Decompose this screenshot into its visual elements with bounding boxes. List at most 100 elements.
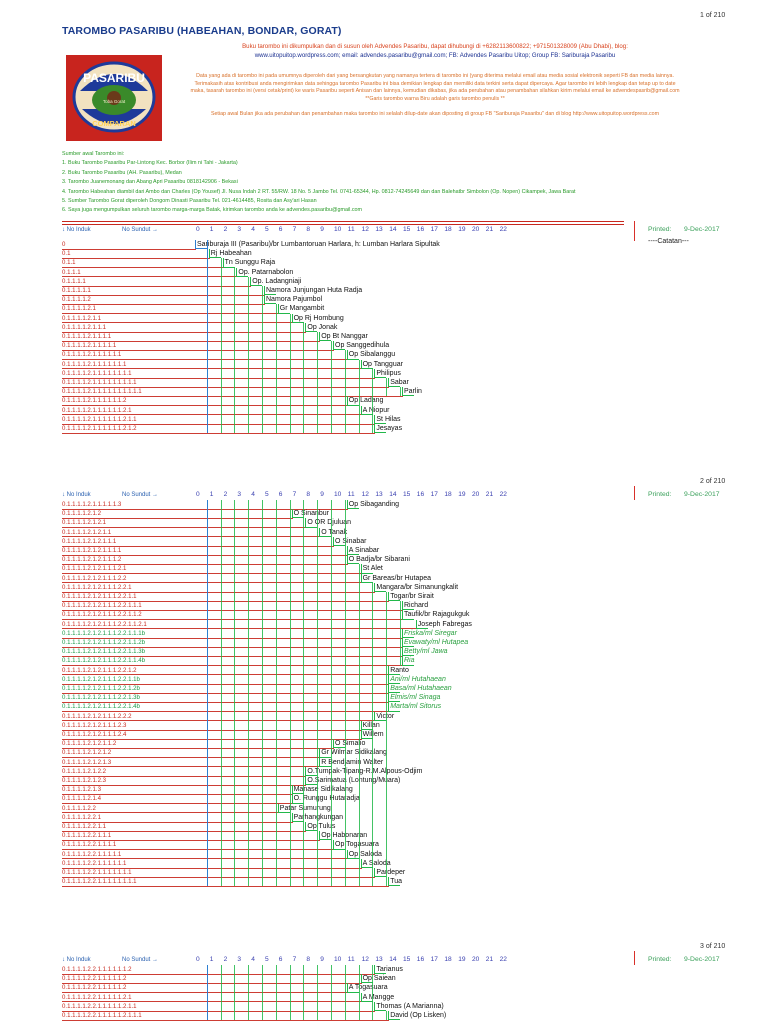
generation-marker: [360, 730, 362, 740]
generation-marker: [374, 368, 376, 378]
induk-code: 0.1.1.1.1.2.1.2.1.1.1.2.2.2: [62, 712, 132, 720]
row-underline: [62, 701, 390, 703]
person-name: Marta/ml Sitorus: [390, 703, 442, 711]
source-item: 5. Sumber Tarombo Gorat diperoleh Dongom…: [62, 198, 317, 205]
generation-marker: [346, 849, 348, 859]
generation-tick: [360, 581, 373, 583]
induk-code: 0.1.1.1.1.1: [62, 287, 91, 294]
person-name: A Togasuara: [348, 984, 388, 992]
induk-code: 0.1.1.1.1.2.2.1.1.1.1.1.1: [62, 859, 127, 867]
row-underline: [62, 747, 334, 749]
person-name: Gr Mangambit: [279, 305, 325, 313]
generation-number: 0: [196, 491, 200, 498]
generation-marker: [360, 992, 362, 1002]
generation-marker: [319, 757, 321, 767]
row-underline: [62, 793, 293, 795]
lineage-rail: [289, 500, 291, 887]
page-number-2: 2 of 210: [700, 478, 726, 485]
lineage-rail: [303, 322, 305, 434]
person-name: Op Habonaran: [321, 832, 368, 840]
generation-tick: [291, 793, 304, 795]
lineage-rail: [386, 378, 388, 397]
generation-marker: [291, 509, 293, 519]
generation-number: 19: [458, 226, 466, 233]
person-name: Op. Ladangniaji: [252, 277, 302, 285]
row-underline: [62, 858, 348, 860]
generation-tick: [374, 973, 387, 975]
lineage-rail: [372, 965, 374, 1021]
source-item: 6. Saya juga mengumpulkan seluruh taromb…: [62, 207, 363, 214]
induk-code: 0.1.1.1.1.2.2.1.1.1.1.1: [62, 850, 122, 858]
generation-tick: [346, 554, 359, 556]
person-name: Parlin: [404, 388, 422, 396]
generation-marker: [402, 601, 403, 611]
generation-marker: [346, 350, 348, 360]
generation-number: 14: [389, 226, 397, 233]
generation-number: 7: [292, 956, 297, 963]
generation-number: 3: [237, 491, 242, 498]
generation-number: 21: [485, 956, 494, 963]
person-name: St Hilas: [376, 415, 401, 423]
generation-marker: [319, 831, 321, 841]
generation-tick: [388, 885, 401, 887]
row-underline: [62, 784, 307, 786]
generation-marker: [402, 610, 403, 620]
generation-marker: [402, 387, 403, 397]
generation-tick: [222, 266, 235, 268]
generation-number: 12: [361, 226, 369, 233]
generation-number: 10: [334, 491, 342, 498]
lineage-rail: [206, 965, 208, 1021]
person-name: Op Sibaganding: [348, 501, 400, 508]
row-underline: [62, 812, 279, 814]
row-underline: [62, 646, 403, 648]
induk-code: 0.1.1.1.1.2.1.2.1.1.1.2.2.1.1.4b: [62, 657, 146, 665]
generation-marker: [305, 766, 307, 776]
generation-number: 15: [403, 956, 411, 963]
induk-code: 0.1.1.1.1.2.1.2: [62, 510, 101, 518]
source-item: 3. Tarombo Juanemonang dan Abang Apri Pa…: [62, 179, 238, 186]
generation-tick: [374, 1010, 387, 1011]
generation-tick: [374, 432, 387, 434]
generation-number: 1: [209, 491, 214, 498]
person-name: O Badja/br Sibarani: [348, 556, 410, 564]
induk-code: 0.1.1.1.1.2.1.2.1.1.1.2.2.1.2b: [62, 685, 140, 692]
row-underline: [62, 885, 390, 887]
induk-code: 0.1.1.1.1.2.2.1: [62, 813, 101, 821]
row-underline: [62, 331, 307, 333]
induk-code: 0.1.1.1.1.2: [62, 296, 91, 304]
person-name: Ranto: [390, 666, 409, 674]
lineage-rail: [289, 965, 291, 1021]
lineage-rail: [400, 387, 401, 397]
person-name: Op Togasuara: [335, 841, 379, 849]
person-name: David (Op Lisken): [390, 1012, 447, 1019]
generation-marker: [360, 858, 362, 868]
person-name: Philipus: [376, 369, 401, 377]
generation-number: 10: [334, 226, 342, 233]
header-top-rule: [62, 224, 624, 225]
sources-list: Sumber awal Tarombo ini: 1. Buku Tarombo…: [62, 150, 576, 216]
generation-marker: [402, 628, 403, 638]
generation-marker: [360, 564, 362, 574]
row-underline: [62, 674, 390, 676]
induk-code: 0.1.1.1.1.2.1.1.1.1.1.1.2.1.2: [62, 425, 137, 432]
lineage-rail: [275, 500, 277, 887]
induk-code: 0.1.1.1.1.2.1.2.1: [62, 519, 107, 527]
generation-number: 2: [223, 491, 228, 498]
generation-number: 20: [472, 226, 480, 233]
intro-block: Buku tarombo ini dikumpulkan dan di susu…: [190, 42, 680, 119]
row-underline: [62, 637, 403, 639]
lineage-rail: [317, 965, 319, 1021]
generation-marker: [360, 720, 362, 730]
lineage-rail: [234, 965, 236, 1021]
generation-number: 7: [292, 226, 297, 233]
no-induk-label: ↓ No Induk: [62, 957, 91, 963]
induk-code: 0.1.1.1.1.2.1.2.1.1.1.2.2.1.1.2: [62, 611, 142, 619]
lineage-rail: [331, 965, 332, 1021]
row-underline: [62, 303, 265, 305]
row-underline: [62, 683, 390, 685]
induk-code: 0.1.1.1.1.2.2.1.1.1.1.1.1.1: [62, 869, 132, 876]
generation-marker: [346, 983, 348, 993]
row-underline: [62, 839, 321, 841]
intro-note-1: Data yang ada di tarombo ini pada umumny…: [190, 73, 680, 102]
generation-marker: [346, 500, 348, 510]
